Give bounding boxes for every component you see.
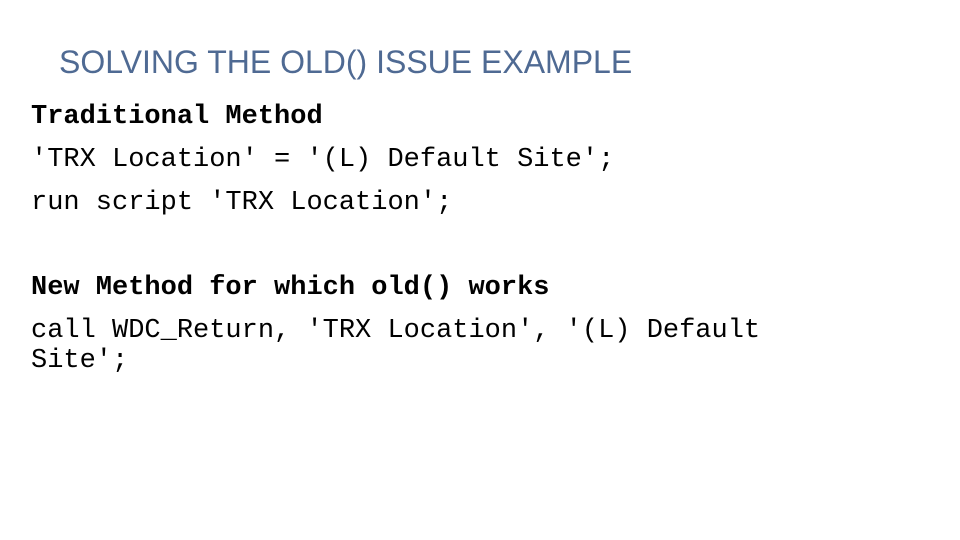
section-spacer	[31, 225, 931, 267]
slide-title: SOLVING THE OLD() ISSUE EXAMPLE	[59, 44, 633, 80]
section-heading-traditional: Traditional Method	[31, 102, 323, 132]
code-line: call WDC_Return, 'TRX Location', '(L) De…	[31, 316, 761, 376]
code-line: run script 'TRX Location';	[31, 188, 453, 218]
slide-body: Traditional Method 'TRX Location' = '(L)…	[31, 96, 931, 376]
section-heading-new: New Method for which old() works	[31, 273, 550, 303]
code-line: 'TRX Location' = '(L) Default Site';	[31, 145, 615, 175]
